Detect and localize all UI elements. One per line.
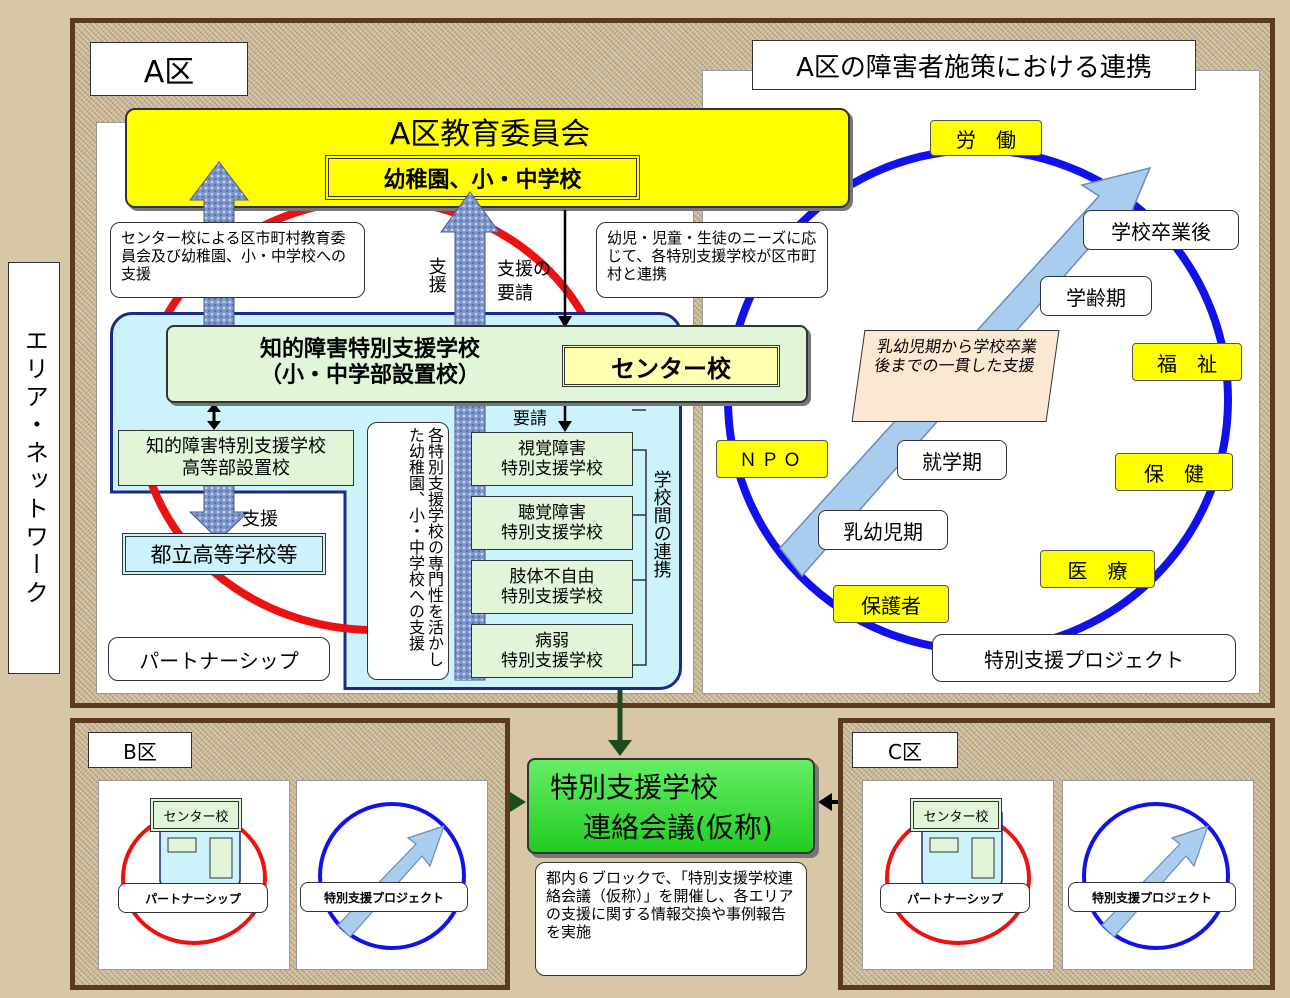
npo-label: ＮＰＯ [716, 440, 828, 478]
region-c-partnership: パートナーシップ [880, 883, 1030, 913]
support-label: 支援 [425, 257, 447, 293]
council-box [527, 758, 815, 854]
needs-note: 幼児・児童・生徒のニーズに応じて、各特別支援学校が区市町村と連携 [596, 222, 828, 298]
stage-after-graduation: 学校卒業後 [1083, 210, 1239, 250]
special-school-visual: 視覚障害 特別支援学校 [471, 432, 633, 486]
special-school-physical: 肢体不自由 特別支援学校 [471, 560, 633, 614]
expertise-note: 各特別支援学校の専門性を活かした幼稚園、小・中学校への支援 [367, 422, 449, 680]
center-school-label: センター校 [562, 345, 780, 387]
guardian-label: 保護者 [833, 585, 949, 623]
labor-label: 労 働 [930, 120, 1042, 156]
council-note: 都内６ブロックで、「特別支援学校連絡会議（仮称）」を開催し、各エリアの支援に関す… [535, 862, 807, 976]
metro-high-school: 都立高等学校等 [122, 533, 326, 575]
region-b-title: B区 [88, 732, 192, 768]
education-board-title: A区教育委員会 [389, 117, 591, 152]
medical-label: 医 療 [1040, 550, 1155, 588]
area-network-label: エリア・ネットワーク [8, 262, 60, 674]
health-label: 保 健 [1115, 453, 1233, 491]
region-c-center-label: センター校 [910, 798, 1002, 832]
region-b-center-label: センター校 [150, 798, 242, 832]
region-b-project: 特別支援プロジェクト [300, 882, 468, 912]
support-request-label: 支援の要請 [497, 259, 551, 304]
request-label: 要請 [513, 409, 547, 429]
special-school-illness: 病弱 特別支援学校 [471, 624, 633, 678]
support-label-2: 支援 [242, 509, 278, 530]
stage-school-age: 学齢期 [1040, 276, 1152, 316]
partnership-label: パートナーシップ [108, 637, 330, 681]
center-support-note: センター校による区市町村教育委員会及び幼稚園、小・中学校への支援 [110, 222, 365, 298]
region-b-partnership: パートナーシップ [118, 883, 268, 913]
project-label: 特別支援プロジェクト [932, 634, 1236, 682]
welfare-label: 福 祉 [1132, 343, 1242, 381]
center-school-main: 知的障害特別支援学校 （小・中学部設置校） [259, 336, 480, 388]
council-line1: 特別支援学校 [550, 771, 719, 804]
stage-infant: 乳幼児期 [818, 510, 948, 550]
council-line2: 連絡会議(仮称) [583, 811, 773, 844]
high-school-section: 知的障害特別支援学校 高等部設置校 [118, 430, 354, 486]
schools-label: 幼稚園、小・中学校 [325, 155, 640, 200]
inter-school-label: 学校間の連携 [650, 470, 672, 578]
stage-pre-school: 就学期 [897, 440, 1007, 480]
policy-title: A区の障害者施策における連携 [752, 40, 1196, 90]
special-school-hearing: 聴覚障害 特別支援学校 [471, 496, 633, 550]
region-a-title: A区 [90, 42, 248, 96]
region-c-project-panel [1062, 780, 1254, 970]
region-c-project: 特別支援プロジェクト [1068, 882, 1236, 912]
region-c-title: C区 [852, 732, 958, 768]
